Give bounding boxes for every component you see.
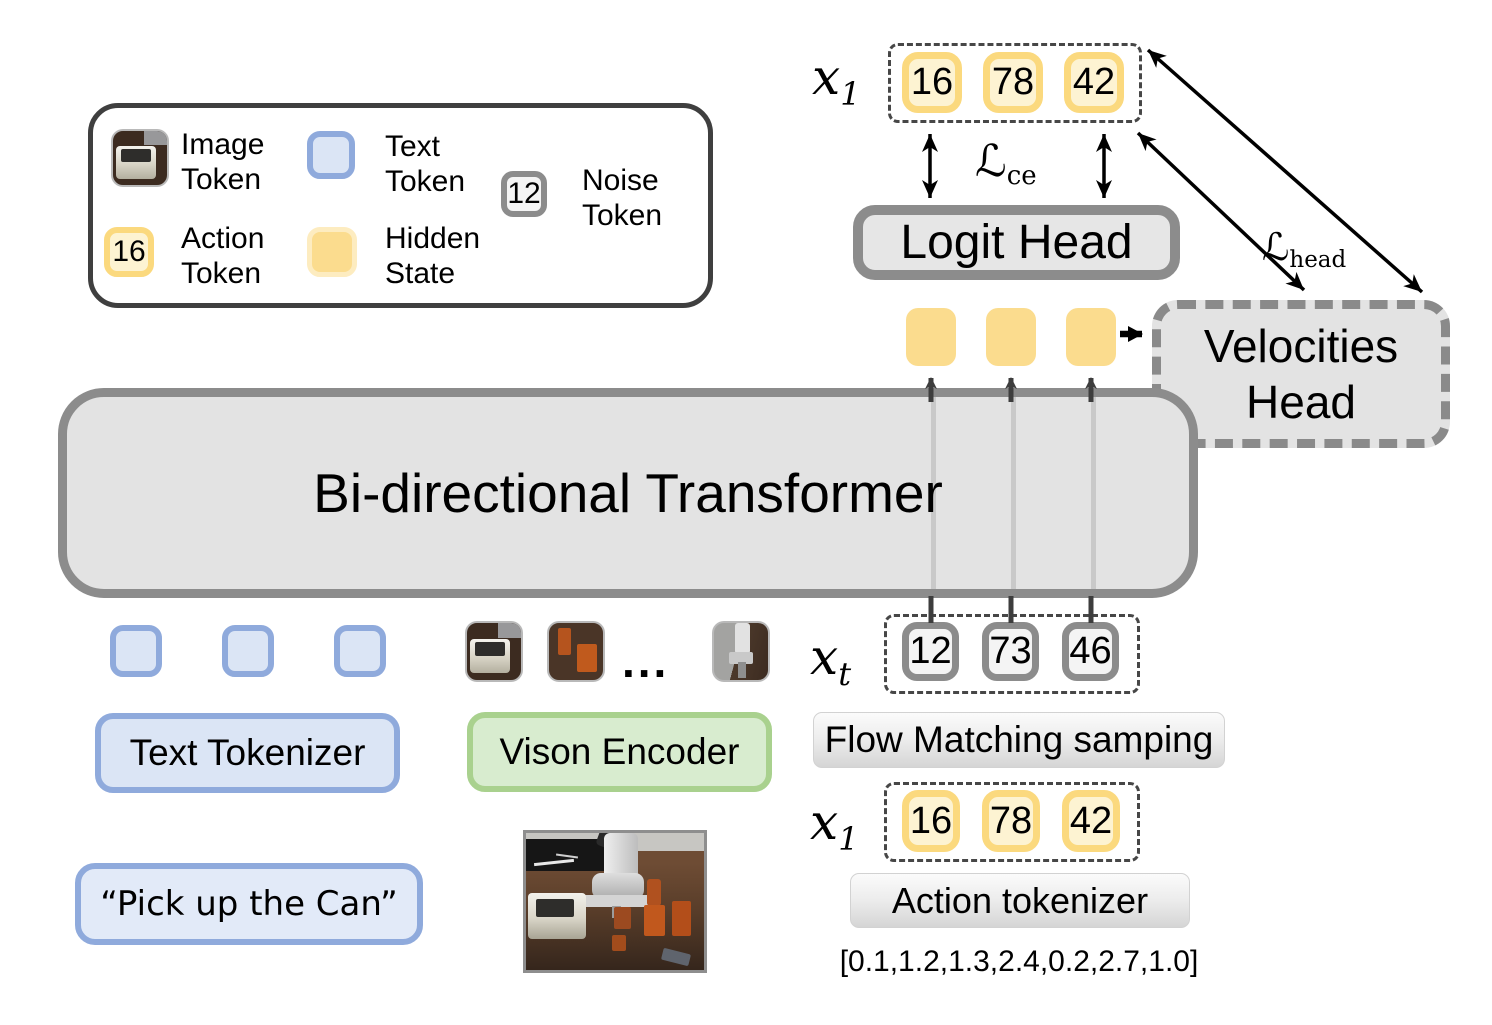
ellipsis-text: ... <box>622 635 670 687</box>
hidden-state-square <box>906 308 956 366</box>
action-tokenizer-label: Action tokenizer <box>891 879 1149 921</box>
thumb-gripper <box>729 651 753 665</box>
legend-label-text-token: Text Token <box>385 130 466 198</box>
scene-bottle <box>647 879 661 906</box>
noise-token-icon: 12 <box>501 171 547 217</box>
action-token: 42 <box>1062 790 1120 852</box>
thumb-bottle <box>557 627 571 655</box>
legend-label-noise-token: Noise Token <box>582 164 663 232</box>
velocities-head-box: Velocities Head <box>1152 300 1450 448</box>
transformer-box: Bi-directional Transformer <box>58 388 1198 598</box>
velocities-head-label: Velocities Head <box>1203 320 1399 428</box>
image-token-thumb-basket <box>465 621 523 682</box>
image-token-thumb-items <box>547 621 605 682</box>
scene-box <box>672 901 691 936</box>
text-token-square <box>222 625 274 677</box>
token-pass-line <box>1011 397 1016 589</box>
action-token: 78 <box>982 790 1040 852</box>
flow-matching-label: Flow Matching samping <box>824 719 1214 760</box>
image-token-icon <box>111 129 169 187</box>
action-vector-text: [0.1,1.2,1.3,2.4,0.2,2.7,1.0] <box>839 945 1199 978</box>
text-tokenizer-label: Text Tokenizer <box>129 732 366 773</box>
token-pass-line <box>931 397 936 589</box>
legend-label-hidden-state: Hidden State <box>385 222 481 290</box>
thumb-basket-inner <box>120 149 151 163</box>
loss-ce-label: ℒce <box>975 136 1037 191</box>
x1-input-label: x1 <box>810 793 859 859</box>
scene-can <box>614 907 631 929</box>
thumb-finger <box>737 661 746 678</box>
vision-encoder-box: Vison Encoder <box>467 712 772 792</box>
noise-token: 46 <box>1062 622 1119 681</box>
prompt-box: “Pick up the Can” <box>75 863 423 945</box>
x1-subscript: 1 <box>840 75 861 114</box>
text-token-square <box>334 625 386 677</box>
action-token: 78 <box>983 52 1043 113</box>
thumb-basket-inner <box>474 642 505 657</box>
thumb-box <box>577 643 597 673</box>
loss-head-label: ℒhead <box>1262 225 1347 273</box>
hidden-state-icon <box>307 227 357 277</box>
scene-box <box>644 905 665 936</box>
logit-head-label: Logit Head <box>900 216 1133 269</box>
prompt-text: “Pick up the Can” <box>100 884 398 924</box>
noise-token-value: 12 <box>507 177 541 210</box>
hidden-state-square <box>1066 308 1116 366</box>
x1-output-label: x1 <box>812 52 861 110</box>
thumb-arm <box>734 623 750 655</box>
xt-label: xt <box>810 628 852 694</box>
noise-token: 12 <box>902 622 959 681</box>
text-token-square <box>110 625 162 677</box>
robot-scene-image <box>523 830 707 973</box>
scene-can <box>612 935 626 951</box>
text-tokenizer-box: Text Tokenizer <box>95 713 400 793</box>
vision-encoder-label: Vison Encoder <box>499 731 740 772</box>
legend-label-action-token: Action Token <box>181 222 265 290</box>
thumb-wall <box>144 131 167 146</box>
flow-matching-bar: Flow Matching samping <box>813 712 1225 768</box>
text-token-icon <box>307 131 355 179</box>
x1-output-token-group <box>888 43 1142 123</box>
action-token-icon: 16 <box>104 227 154 277</box>
noise-token: 73 <box>982 622 1039 681</box>
action-token: 16 <box>902 52 962 113</box>
logit-head-box: Logit Head <box>853 205 1180 280</box>
scene-robot-gripper <box>576 895 654 907</box>
image-token-thumb-gripper <box>712 621 770 682</box>
thumb-wall <box>498 623 521 638</box>
scene-robot-head <box>592 873 644 899</box>
legend-label-image-token: Image Token <box>181 128 265 196</box>
x1-var: x <box>812 48 841 106</box>
scene-basket-inner <box>536 899 574 917</box>
hidden-state-square <box>986 308 1036 366</box>
transformer-label: Bi-directional Transformer <box>313 462 943 524</box>
x1-input-token-group <box>884 782 1140 862</box>
action-tokenizer-bar: Action tokenizer <box>850 873 1190 928</box>
action-token: 16 <box>902 790 960 852</box>
scene-gray-object <box>660 947 692 967</box>
legend-box: Image Token Text Token 12 Noise Token 16… <box>88 103 713 308</box>
action-token-value: 16 <box>112 235 146 268</box>
token-pass-line <box>1091 397 1096 589</box>
action-token: 42 <box>1064 52 1124 113</box>
